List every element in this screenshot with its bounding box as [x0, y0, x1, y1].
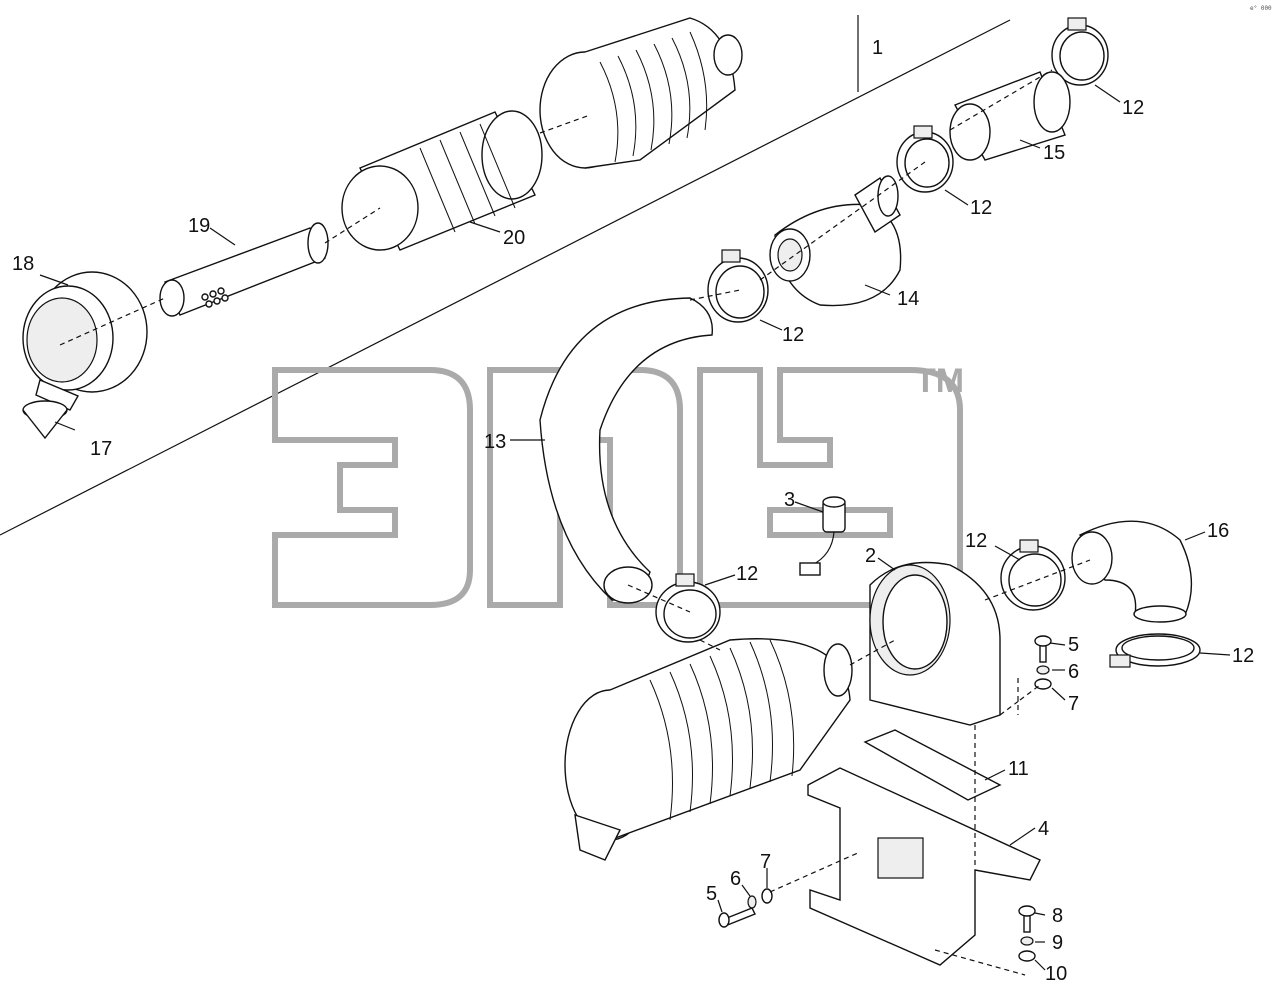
- part-17-dust-valve: [22, 400, 68, 440]
- callout-5-right: 5: [1068, 634, 1079, 656]
- part-16-elbow-hose: [1071, 520, 1193, 623]
- part-13-bent-hose: [539, 297, 714, 604]
- part-12-clamp-f: [1109, 633, 1201, 668]
- part-12-clamp-d: [655, 573, 721, 643]
- callout-20: 20: [503, 227, 525, 249]
- callout-4: 4: [1038, 818, 1049, 840]
- callout-9: 9: [1052, 932, 1063, 954]
- callout-7-right: 7: [1068, 693, 1079, 715]
- part-14-precleaner: [769, 175, 902, 307]
- callout-19: 19: [188, 215, 210, 237]
- callout-2: 2: [865, 545, 876, 567]
- part-1-filter-housing-top: [539, 17, 743, 169]
- callout-16: 16: [1207, 520, 1229, 542]
- callout-12-d: 12: [736, 563, 758, 585]
- part-19-safety-element: [159, 222, 329, 317]
- part-4-mounting-bracket: [807, 767, 1041, 966]
- part-3-sensor: [799, 496, 846, 576]
- callout-12-c: 12: [782, 324, 804, 346]
- section-divider: [0, 15, 1011, 536]
- callout-12-f: 12: [1232, 645, 1254, 667]
- callout-6-left: 6: [730, 868, 741, 890]
- callout-1: 1: [872, 37, 883, 59]
- callout-11: 11: [1008, 758, 1029, 780]
- fastener-set-left: [718, 888, 773, 928]
- part-18-housing-cap: [22, 271, 148, 411]
- callout-17: 17: [90, 438, 112, 460]
- callout-13: 13: [484, 431, 506, 453]
- filter-housing-assembly-bottom: [564, 638, 853, 861]
- callout-14: 14: [897, 288, 919, 310]
- assembly-lines: [59, 69, 1091, 976]
- callout-3: 3: [784, 489, 795, 511]
- callout-labels: 1 2 3 4 5 5 6 6 7 7 8 9 10 11 12 12 12 1…: [12, 37, 1254, 985]
- callout-7-left: 7: [760, 851, 771, 873]
- part-11-spacer-plate: [863, 729, 1002, 801]
- part-12-clamp-a: [1051, 17, 1109, 86]
- corner-stamp: e° 000: [1250, 5, 1272, 12]
- callout-10: 10: [1045, 963, 1067, 985]
- callout-18: 18: [12, 253, 34, 275]
- callout-12-b: 12: [970, 197, 992, 219]
- part-2-bracket-strap: [869, 561, 1001, 726]
- leader-lines: [39, 84, 1231, 971]
- perforation-holes: [201, 287, 229, 308]
- fastener-set-bottom: [1018, 905, 1036, 962]
- callout-8: 8: [1052, 905, 1063, 927]
- callout-15: 15: [1043, 142, 1065, 164]
- part-12-clamp-e: [1000, 539, 1066, 611]
- part-15-straight-hose: [949, 71, 1071, 161]
- fastener-set-right: [1034, 635, 1052, 690]
- watermark-tm: TM: [915, 362, 964, 400]
- callout-5-left: 5: [706, 883, 717, 905]
- part-12-clamp-c: [707, 249, 769, 323]
- part-12-clamp-b: [896, 125, 954, 193]
- callout-12-e: 12: [965, 530, 987, 552]
- callout-12-a: 12: [1122, 97, 1144, 119]
- callout-6-right: 6: [1068, 661, 1079, 683]
